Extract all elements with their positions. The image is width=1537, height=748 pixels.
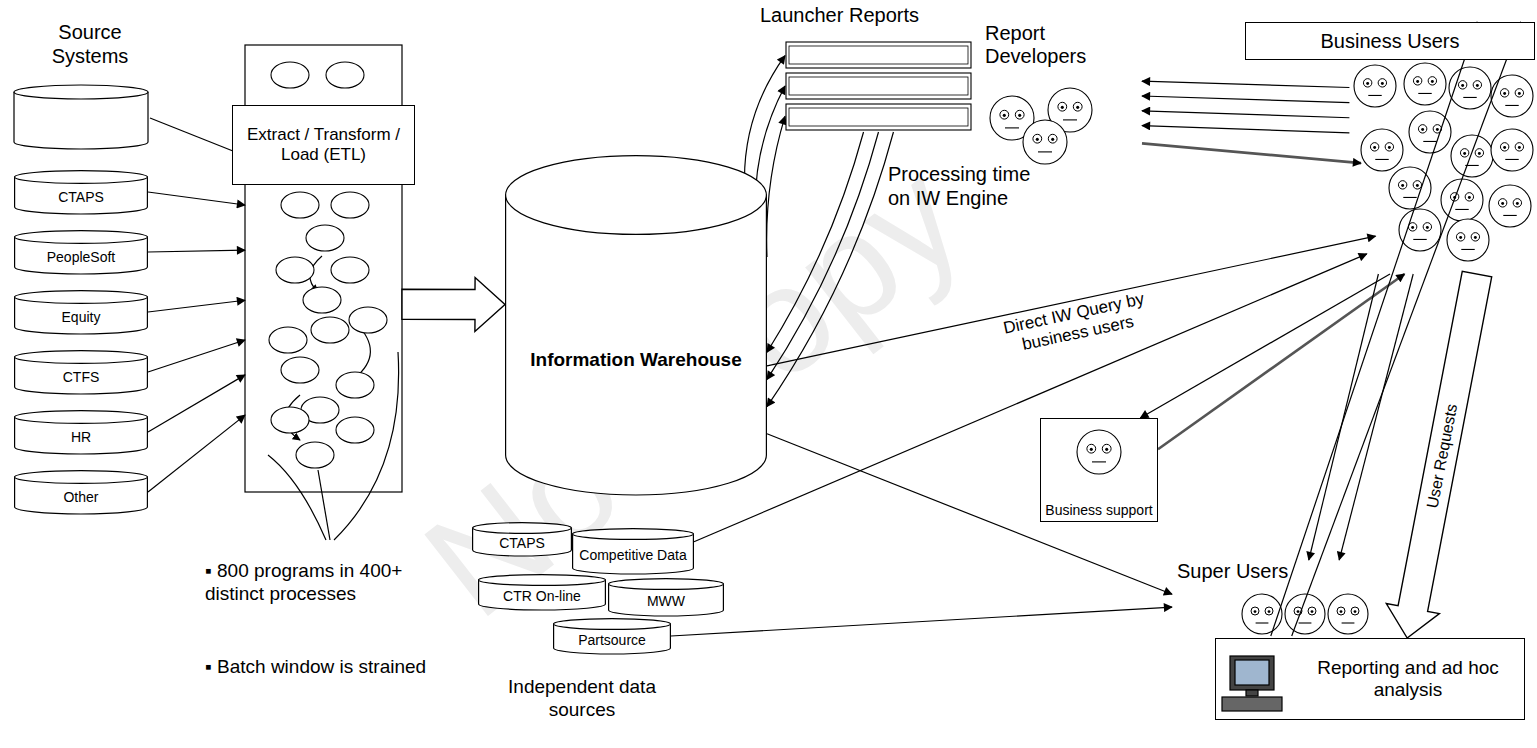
connector bbox=[148, 375, 245, 432]
node-label: PeopleSoft bbox=[17, 242, 145, 272]
user-group: Business Users bbox=[1245, 22, 1535, 274]
person-face bbox=[1361, 129, 1403, 171]
connector bbox=[1158, 274, 1405, 449]
process-oval bbox=[276, 257, 314, 283]
connector bbox=[148, 250, 245, 252]
process-oval bbox=[336, 417, 374, 443]
node-label: Partsource bbox=[556, 628, 668, 652]
process-oval bbox=[281, 192, 319, 218]
process-oval bbox=[306, 225, 344, 251]
data-source-cylinder: Partsource bbox=[553, 618, 671, 654]
node-label: Competitive Data bbox=[575, 538, 691, 572]
connector bbox=[1140, 274, 1390, 418]
note-bracket bbox=[268, 352, 399, 540]
person-face bbox=[1441, 179, 1483, 221]
process-oval bbox=[296, 442, 334, 468]
report-stack: Launcher Reports bbox=[785, 40, 972, 132]
person-face bbox=[1077, 430, 1121, 474]
note-label: ▪ 800 programs in 400+ distinct processe… bbox=[205, 560, 450, 606]
etl-process-column: Extract / Transform / Load (ETL) bbox=[245, 45, 402, 492]
process-oval bbox=[271, 62, 309, 88]
process-oval bbox=[331, 192, 369, 218]
report-bars bbox=[785, 40, 972, 132]
data-source-cylinder: Competitive Data bbox=[572, 528, 694, 574]
process-oval bbox=[269, 327, 307, 353]
process-oval bbox=[271, 407, 309, 433]
connector bbox=[767, 434, 1172, 594]
connector bbox=[1271, 22, 1521, 636]
person-face bbox=[1451, 135, 1493, 177]
blank-source-arrow bbox=[150, 118, 243, 155]
blank-source-cylinder bbox=[14, 85, 148, 149]
source-system-cylinder: CTFS bbox=[14, 350, 148, 394]
data-source-cylinder: MWW bbox=[608, 578, 724, 616]
source-system-cylinder: HR bbox=[14, 410, 148, 454]
computer-icon bbox=[1222, 656, 1282, 711]
group-heading: Report Developers bbox=[985, 22, 1135, 68]
data-source-cylinder: CTR On-line bbox=[478, 574, 606, 610]
node-label: MWW bbox=[611, 588, 721, 614]
connector bbox=[148, 415, 245, 492]
node-label: Business support bbox=[1043, 502, 1155, 518]
person-face bbox=[1389, 167, 1431, 209]
source-system-cylinder: Equity bbox=[14, 290, 148, 334]
connector bbox=[148, 340, 245, 372]
connector bbox=[148, 192, 245, 205]
person-face bbox=[1491, 129, 1533, 171]
person-face bbox=[1489, 185, 1531, 227]
connector bbox=[671, 607, 1172, 636]
block-arrow bbox=[1386, 271, 1491, 638]
process-oval bbox=[331, 257, 369, 283]
note-label: Source Systems bbox=[30, 20, 150, 68]
source-system-cylinder: PeopleSoft bbox=[14, 230, 148, 274]
group-heading: Business Users bbox=[1245, 22, 1535, 60]
support-box: Business support bbox=[1040, 418, 1158, 522]
node-label: Other bbox=[17, 482, 145, 512]
process-oval bbox=[326, 62, 364, 88]
node-label: HR bbox=[17, 422, 145, 452]
data-source-cylinder: CTAPS bbox=[472, 522, 572, 556]
person-face bbox=[1242, 594, 1282, 634]
person-face bbox=[1491, 75, 1533, 117]
cylinder-outline bbox=[505, 155, 767, 495]
source-system-cylinder: Other bbox=[14, 470, 148, 514]
connector bbox=[1142, 81, 1349, 133]
node-label: Information Warehouse bbox=[511, 235, 761, 485]
block-arrow bbox=[402, 278, 505, 332]
person-face bbox=[1404, 63, 1446, 105]
group-heading: Launcher Reports bbox=[760, 4, 919, 27]
node-label: CTFS bbox=[17, 362, 145, 392]
node-label: Extract / Transform / Load (ETL) bbox=[232, 105, 415, 185]
group-heading: Super Users bbox=[1177, 560, 1327, 583]
person-face bbox=[1399, 209, 1441, 251]
connector bbox=[1142, 143, 1361, 163]
node-label: CTAPS bbox=[17, 182, 145, 212]
note-label: Independent data sources bbox=[482, 676, 682, 722]
node-label: Reporting and ad hoc analysis bbox=[1296, 639, 1520, 719]
user-group: Super Users bbox=[1172, 560, 1362, 636]
person-face bbox=[1354, 65, 1396, 107]
person-face bbox=[1023, 120, 1067, 164]
warehouse-cylinder: Information Warehouse bbox=[505, 155, 767, 495]
connector bbox=[767, 236, 1376, 366]
node-label: CTR On-line bbox=[481, 584, 603, 608]
process-oval bbox=[281, 357, 319, 383]
person-face bbox=[1328, 594, 1368, 634]
process-oval bbox=[303, 287, 341, 313]
connector bbox=[694, 254, 1367, 542]
note-label: ▪ Batch window is strained bbox=[205, 656, 435, 679]
process-oval bbox=[336, 372, 374, 398]
connector bbox=[148, 300, 245, 312]
process-oval bbox=[311, 317, 349, 343]
analysis-box: Reporting and ad hoc analysis bbox=[1215, 638, 1525, 720]
note-label: Processing time on IW Engine bbox=[888, 162, 1043, 210]
user-group: Report Developers bbox=[980, 22, 1142, 170]
person-face bbox=[1447, 219, 1489, 261]
source-system-cylinder: CTAPS bbox=[14, 170, 148, 214]
process-oval bbox=[349, 307, 387, 333]
node-label: CTAPS bbox=[475, 532, 569, 554]
node-label: Equity bbox=[17, 302, 145, 332]
